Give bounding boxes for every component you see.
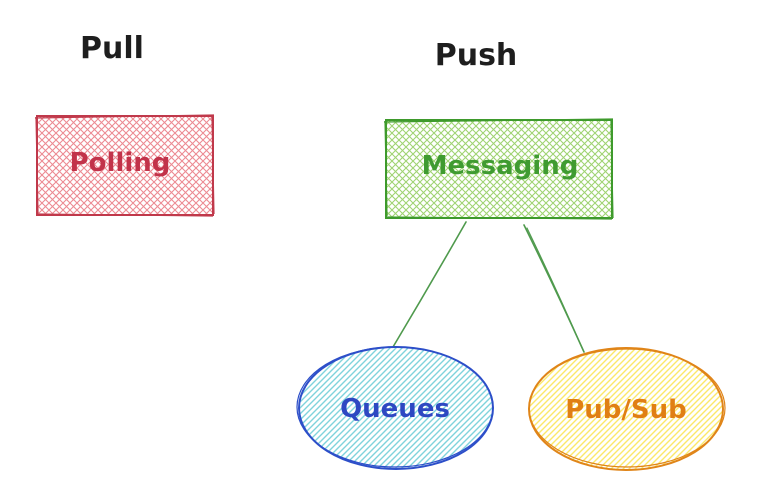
messaging-label: Messaging xyxy=(422,151,579,181)
connector-messaging-pubsub-stroke2 xyxy=(526,227,584,351)
queues-ellipse-sketch-stroke xyxy=(296,346,494,468)
messaging-box-sketch-stroke xyxy=(383,118,614,220)
pubsub-ellipse-sketch-stroke xyxy=(528,348,726,468)
polling-node[interactable]: Polling xyxy=(34,114,215,217)
queues-label: Queues xyxy=(340,394,450,424)
push-heading: Push xyxy=(435,38,518,73)
connector-messaging-queues xyxy=(392,221,467,348)
queues-node[interactable]: Queues xyxy=(296,346,494,470)
polling-label: Polling xyxy=(70,148,171,178)
pubsub-label: Pub/Sub xyxy=(565,395,687,425)
messaging-node[interactable]: Messaging xyxy=(383,118,614,220)
pubsub-node[interactable]: Pub/Sub xyxy=(528,347,726,471)
pull-heading: Pull xyxy=(80,31,144,66)
polling-box-sketch-stroke xyxy=(34,114,215,217)
